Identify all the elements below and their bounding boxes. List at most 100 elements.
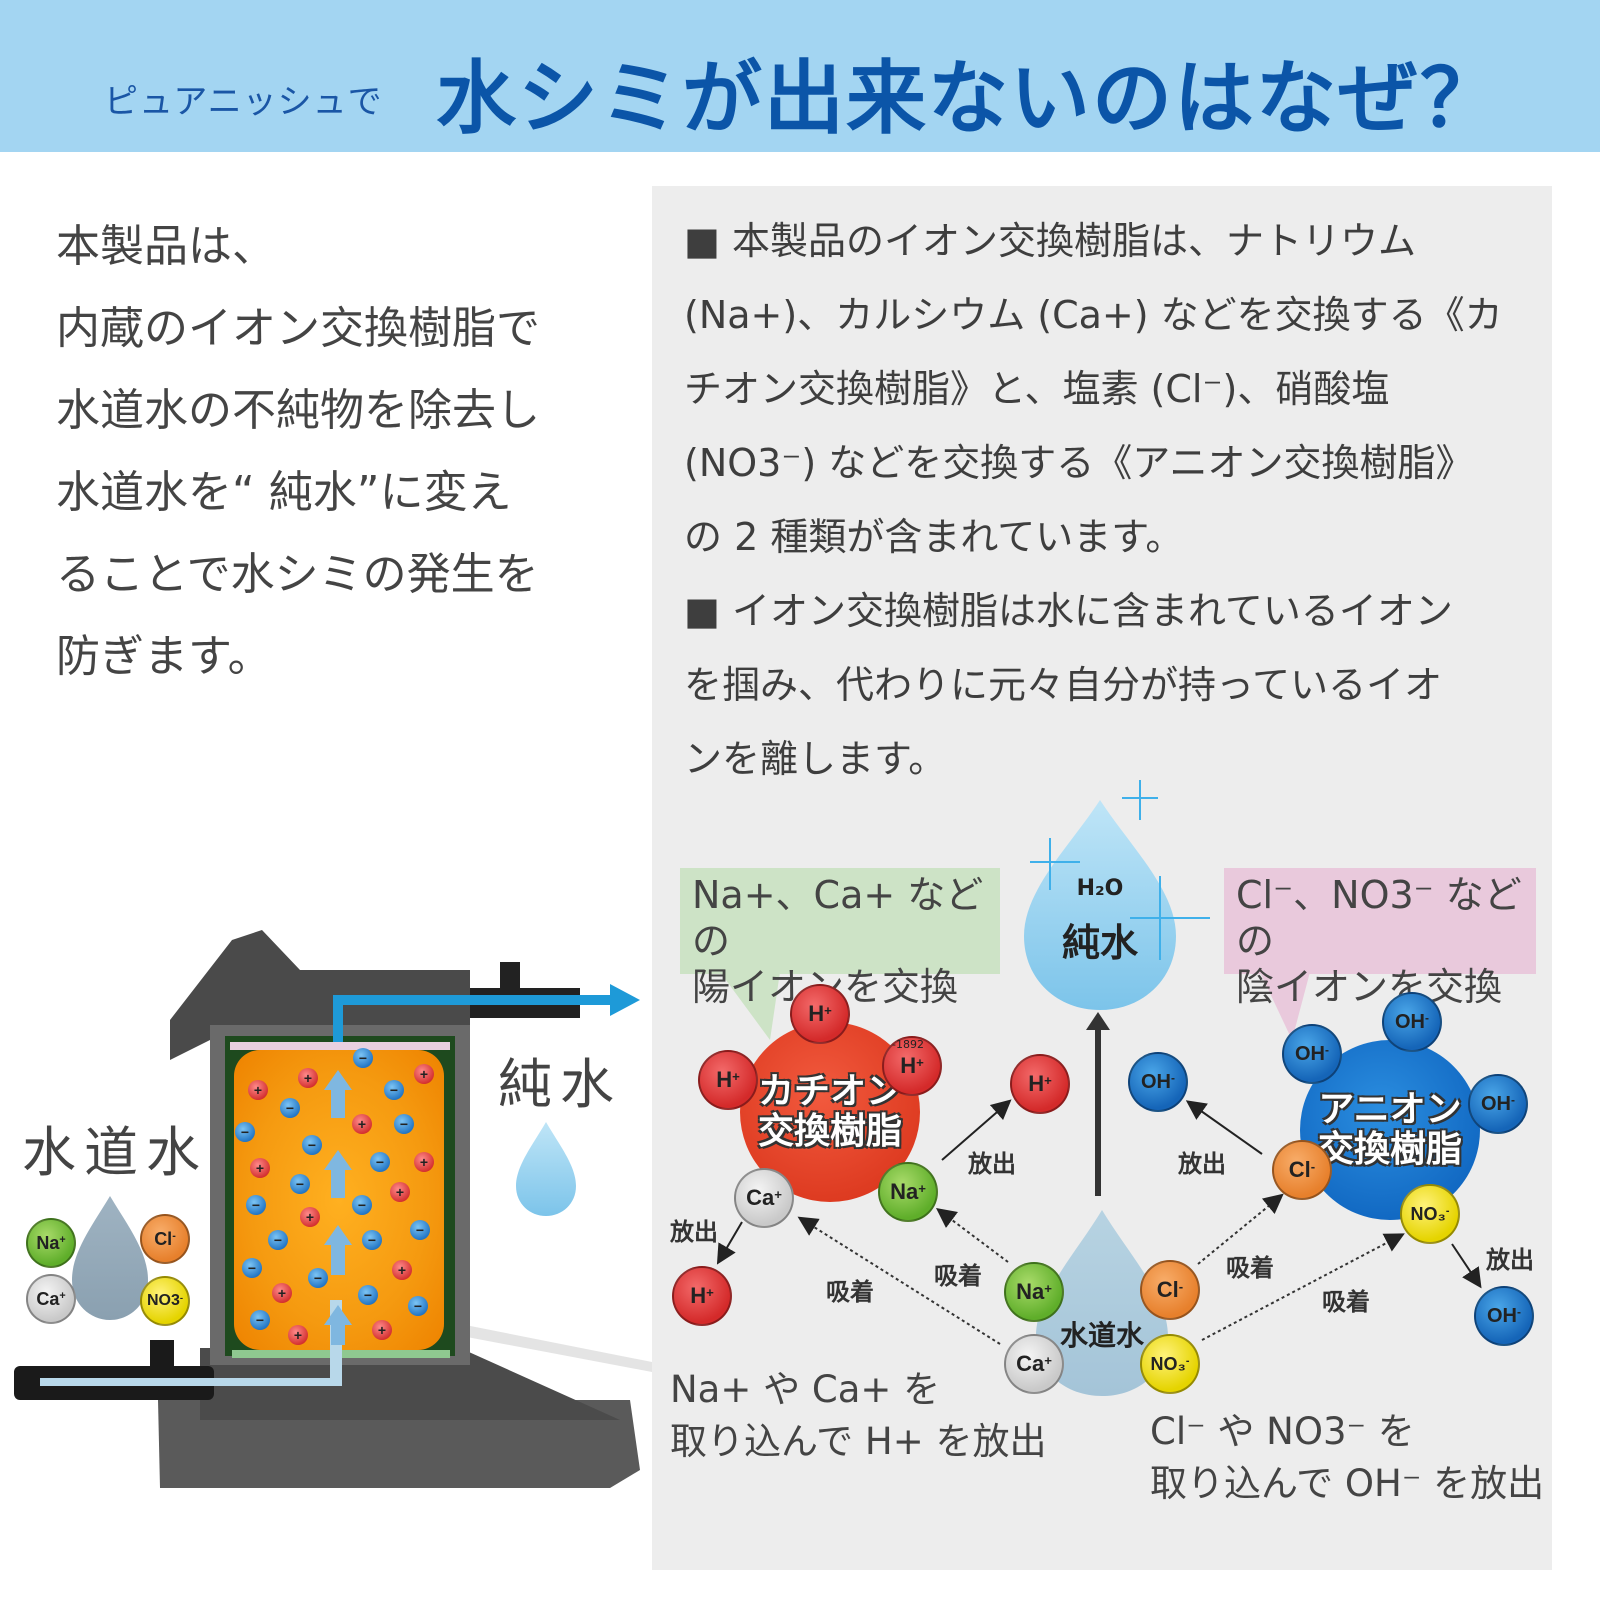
lead-line: ることで水シミの発生を	[56, 549, 539, 600]
cation-callout: Na+、Ca+ などの 陽イオンを交換	[680, 868, 1000, 1009]
svg-text:−: −	[376, 1154, 384, 1170]
svg-text:+: +	[256, 1160, 264, 1176]
ion-h-released: H+	[1010, 1054, 1070, 1114]
adsorb-label: 吸着	[1322, 1288, 1370, 1316]
cation-resin-line: カチオン	[757, 1071, 902, 1112]
lead-paragraph: 本製品は、 内蔵のイオン交換樹脂で 水道水の不純物を除去し 水道水を“ 純水”に…	[56, 206, 646, 698]
svg-text:−: −	[390, 1082, 398, 1098]
tap-water-label: 水道水	[22, 1121, 208, 1184]
adsorb-arrows	[797, 1193, 1405, 1345]
svg-text:−: −	[368, 1232, 376, 1248]
svg-text:−: −	[314, 1270, 322, 1286]
resin-beads: + + + + + + + + + + + + − − − − − − − − …	[235, 1048, 434, 1345]
ion-oh: OH-	[1282, 1024, 1342, 1084]
pure-drop-label: 純水	[1061, 921, 1138, 965]
ion-no3-adsorbed: NO₃-	[1400, 1184, 1460, 1244]
ion-h-released: H+	[672, 1266, 732, 1326]
lead-line: 水道水を“ 純水”に変え	[56, 467, 512, 518]
svg-text:−: −	[241, 1124, 249, 1140]
anion-note-line: Cl⁻ や NO3⁻ を	[1150, 1410, 1415, 1453]
desc-line: チオン交換樹脂》と、塩素 (Cl⁻)、硝酸塩	[684, 367, 1390, 411]
ion-oh-released: OH-	[1474, 1286, 1534, 1346]
ion-na: Na+	[26, 1218, 76, 1268]
header-subtitle: ピュアニッシュで	[104, 82, 383, 122]
svg-text:−: −	[400, 1116, 408, 1132]
pure-water-label: 純水	[498, 1053, 622, 1116]
pure-water-drop: H₂O 純水	[1022, 800, 1178, 1010]
ion-cl: Cl-	[1140, 1260, 1200, 1320]
release-arrows	[716, 1099, 1482, 1289]
svg-text:−: −	[252, 1197, 260, 1213]
ion-no3: NO₃-	[1140, 1334, 1200, 1394]
ion-na: Na+	[1004, 1262, 1064, 1322]
desc-line: ■ 本製品のイオン交換樹脂は、ナトリウム	[684, 219, 1416, 263]
adsorb-label: 吸着	[1226, 1254, 1274, 1282]
header-title: 水シミが出来ないのはなぜ？	[436, 52, 1502, 145]
svg-text:+: +	[304, 1070, 312, 1086]
anion-resin-line: 交換樹脂	[1317, 1129, 1462, 1170]
h2o-label: H₂O	[1076, 876, 1124, 901]
ion-cl: Cl-	[140, 1214, 190, 1264]
description-text: ■ 本製品のイオン交換樹脂は、ナトリウム (Na+)、カルシウム (Ca+) な…	[684, 204, 1544, 796]
release-label: 放出	[670, 1218, 718, 1246]
anion-resin-line: アニオン	[1318, 1089, 1462, 1130]
svg-text:−: −	[358, 1197, 366, 1213]
anion-callout-tail	[1260, 972, 1310, 1040]
tap-water-drop-icon	[72, 1196, 148, 1320]
pure-water-drop-diagram-icon	[1024, 780, 1210, 1010]
adsorb-label: 吸着	[826, 1278, 874, 1306]
desc-line: を掴み、代わりに元々自分が持っているイオ	[684, 663, 1443, 707]
svg-text:−: −	[248, 1260, 256, 1276]
tap-water-drop-diagram: 水道水	[1036, 1210, 1168, 1396]
svg-text:+: +	[398, 1262, 406, 1278]
callout-beam	[430, 1318, 652, 1372]
svg-text:−: −	[414, 1298, 422, 1314]
svg-text:−: −	[274, 1232, 282, 1248]
desc-line: ンを離します。	[684, 737, 947, 781]
desc-line: (NO3⁻) などを交換する《アニオン交換樹脂》	[684, 441, 1474, 485]
outflow-arrow	[333, 984, 640, 1042]
ion-oh: OH-	[1382, 992, 1442, 1052]
lead-line: 防ぎます。	[56, 631, 272, 682]
desc-line: の 2 種類が含まれています。	[684, 515, 1184, 559]
ion-oh: OH-	[1468, 1074, 1528, 1134]
svg-text:−: −	[308, 1137, 316, 1153]
svg-text:+: +	[254, 1082, 262, 1098]
cation-callout-line: Na+、Ca+ などの	[692, 873, 984, 963]
cation-resin-line: 交換樹脂	[757, 1111, 902, 1152]
cation-callout-tail	[720, 972, 780, 1040]
svg-text:+: +	[358, 1116, 366, 1132]
ion-h: H+	[790, 984, 850, 1044]
ion-na-adsorbed: Na+	[878, 1162, 938, 1222]
ion-no3: NO3-	[140, 1276, 190, 1326]
anion-callout-line: Cl⁻、NO3⁻ などの	[1236, 873, 1522, 963]
svg-text:−: −	[286, 1100, 294, 1116]
ion-ca: Ca+	[26, 1274, 76, 1324]
ion-ca-adsorbed: Ca+	[734, 1168, 794, 1228]
desc-line: (Na+)、カルシウム (Ca+) などを交換する《カ	[684, 293, 1503, 337]
header-banner: ピュアニッシュで 水シミが出来ないのはなぜ？	[0, 0, 1600, 152]
svg-text:+: +	[306, 1209, 314, 1225]
adsorb-label: 吸着	[934, 1262, 982, 1290]
release-label: 放出	[968, 1150, 1016, 1178]
tap-drop-label: 水道水	[1059, 1319, 1144, 1352]
ion-oh-released: OH-	[1128, 1052, 1188, 1112]
svg-text:−: −	[416, 1222, 424, 1238]
svg-text:+: +	[420, 1154, 428, 1170]
cation-note: Na+ や Ca+ を 取り込んで H+ を放出	[670, 1364, 1047, 1468]
svg-text:+: +	[294, 1327, 302, 1343]
anion-note: Cl⁻ や NO3⁻ を 取り込んで OH⁻ を放出	[1150, 1406, 1544, 1510]
lead-line: 水道水の不純物を除去し	[56, 385, 540, 436]
svg-text:−: −	[359, 1050, 367, 1066]
flow-arrows	[324, 1070, 352, 1345]
desc-line: ■ イオン交換樹脂は水に含まれているイオン	[684, 589, 1453, 633]
ion-h: H+	[882, 1036, 942, 1096]
cation-note-line: 取り込んで H+ を放出	[670, 1420, 1047, 1463]
svg-text:+: +	[396, 1184, 404, 1200]
svg-text:+: +	[420, 1066, 428, 1082]
cation-note-line: Na+ や Ca+ を	[670, 1368, 941, 1411]
lead-line: 内蔵のイオン交換樹脂で	[56, 303, 540, 354]
pure-water-drop-icon	[516, 1122, 576, 1216]
svg-text:+: +	[378, 1322, 386, 1338]
